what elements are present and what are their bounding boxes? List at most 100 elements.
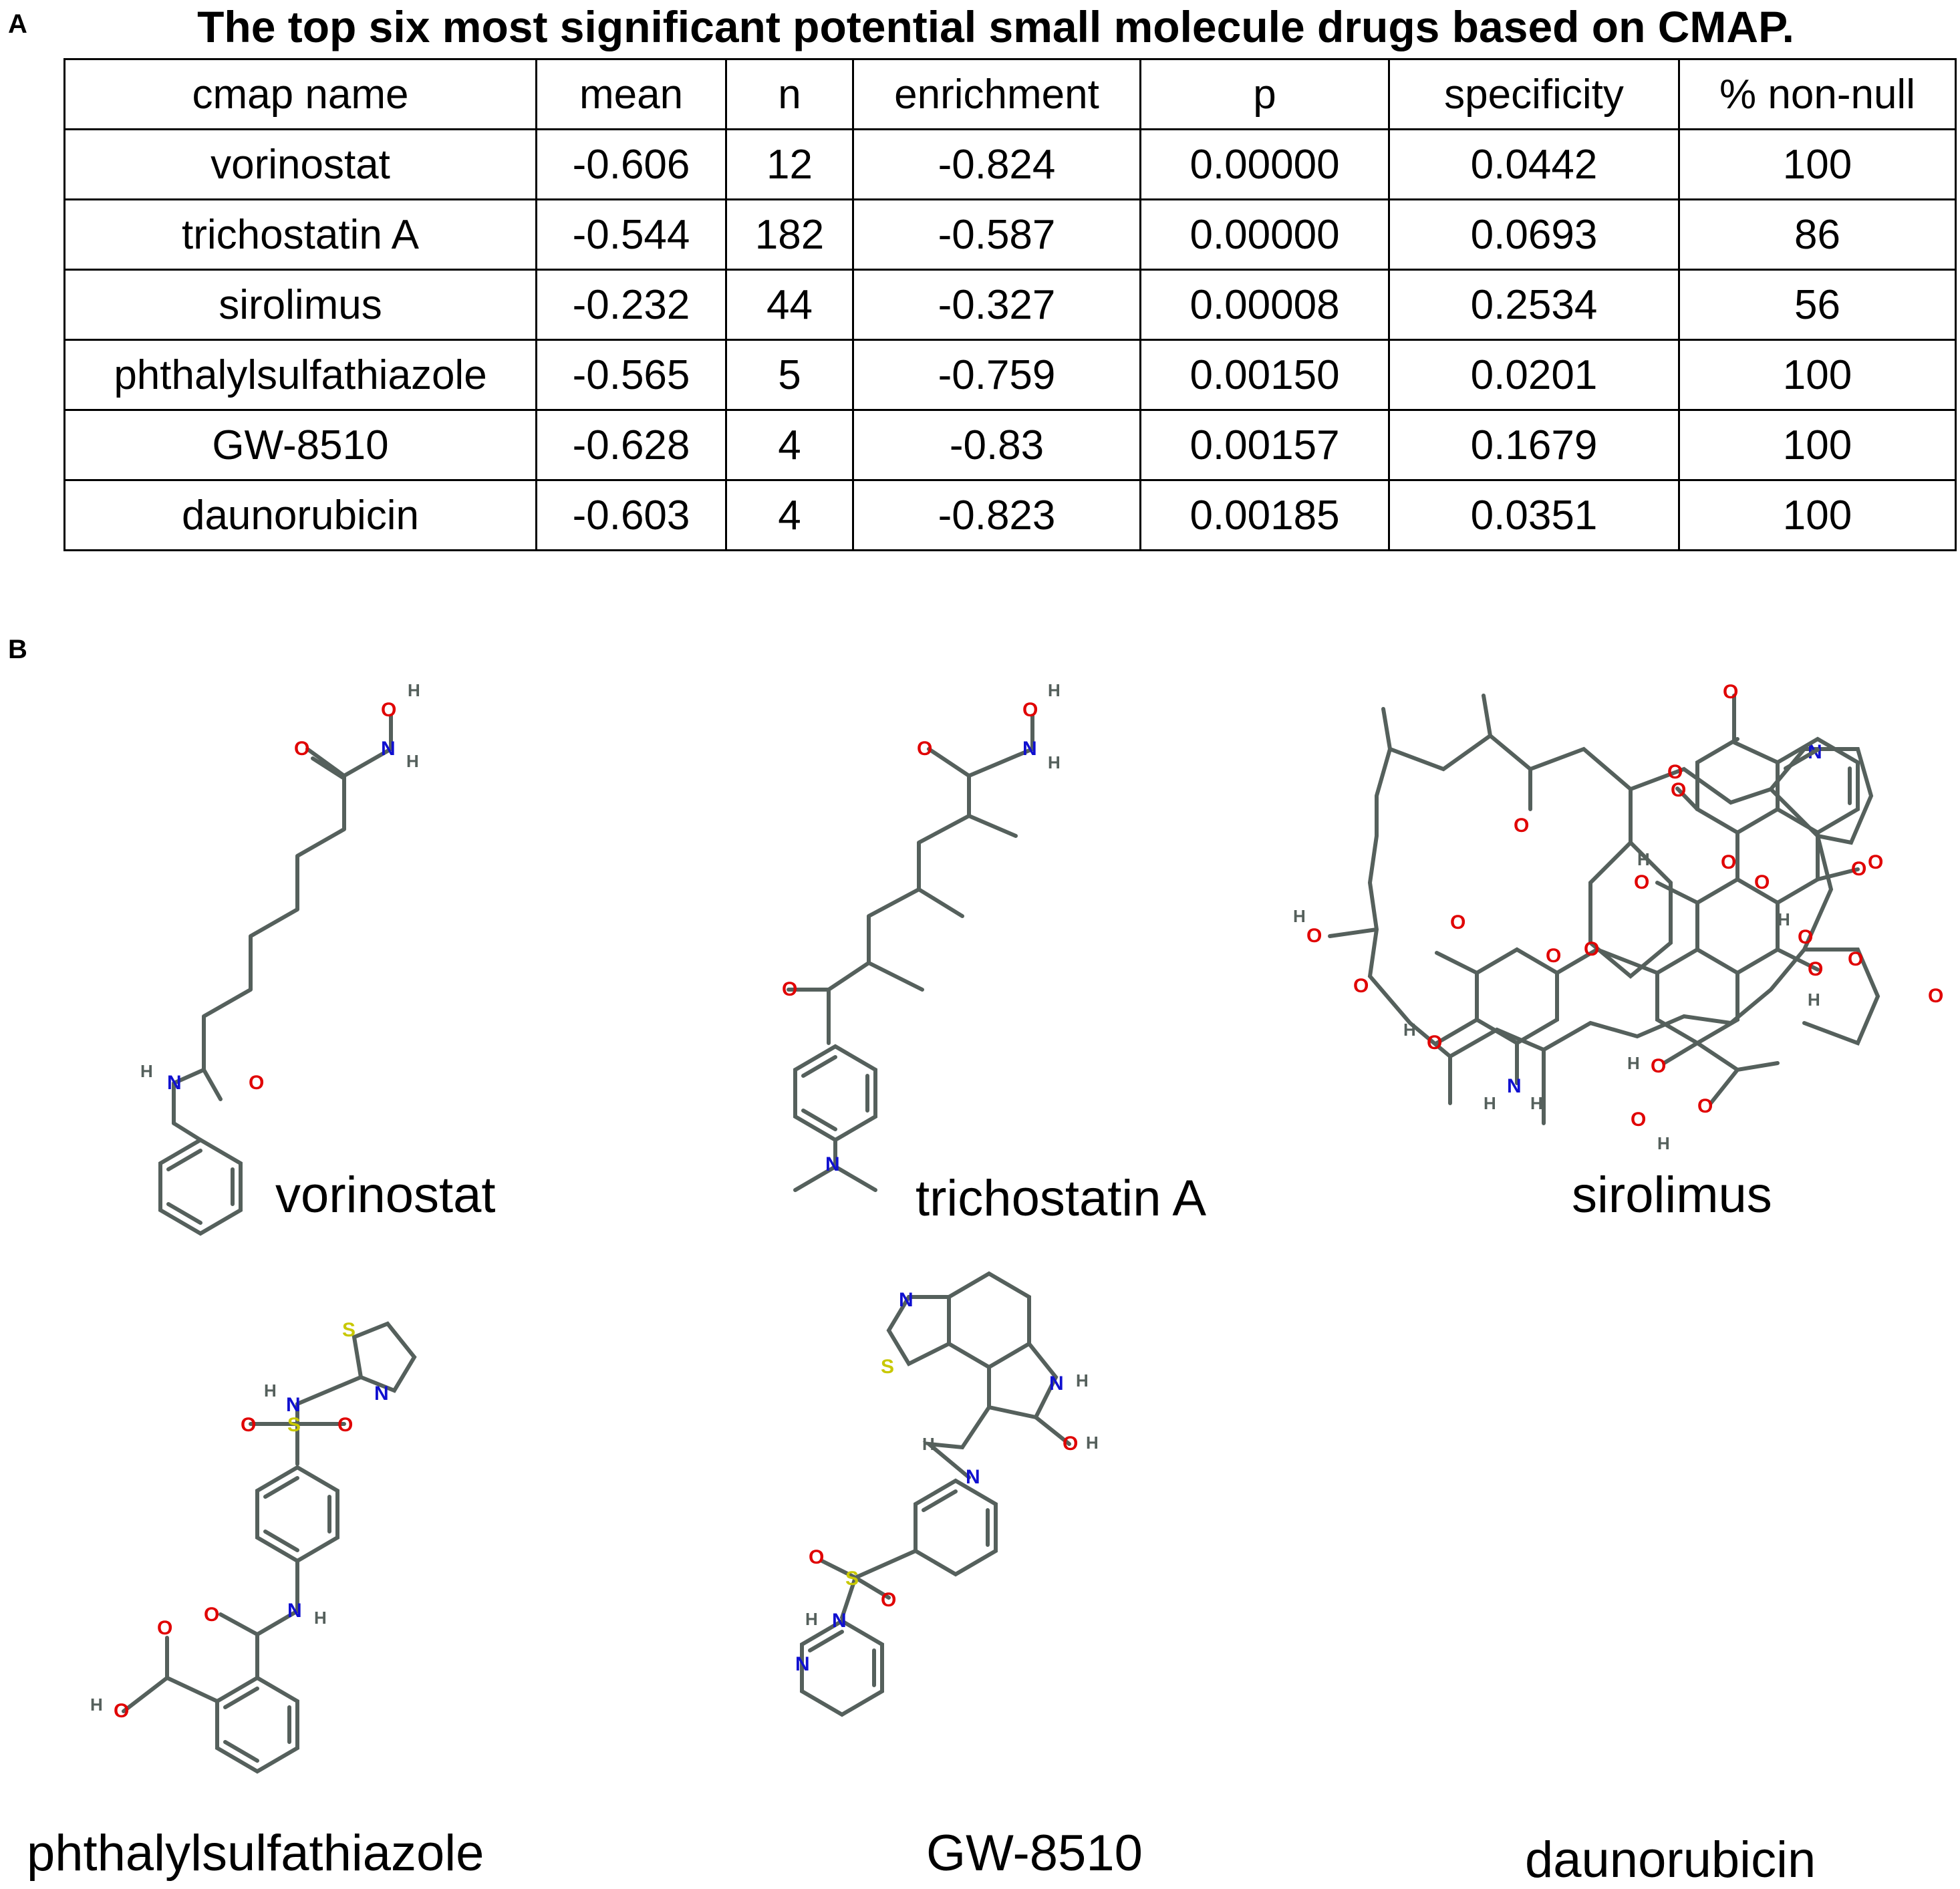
table-cell: -0.565 (535, 339, 727, 411)
table-cell: 100 (1678, 128, 1957, 200)
svg-text:N: N (1507, 1075, 1522, 1097)
table-cell: 0.0351 (1388, 479, 1680, 551)
trichostatin-a-structure-icon: OH NH O O N (782, 680, 1061, 1192)
svg-text:O: O (1851, 858, 1866, 880)
svg-text:O: O (1631, 1109, 1646, 1131)
table-cell: -0.823 (852, 479, 1141, 551)
table-cell: 0.00000 (1139, 128, 1390, 200)
svg-text:O: O (1667, 761, 1683, 783)
svg-text:N: N (825, 1153, 840, 1175)
svg-text:H: H (922, 1434, 935, 1454)
molecule-label: GW-8510 (926, 1825, 1143, 1882)
svg-text:H: H (805, 1609, 818, 1629)
molecule-label: daunorubicin (1525, 1832, 1816, 1888)
table-cell: phthalylsulfathiazole (63, 339, 537, 411)
svg-text:O: O (1651, 1055, 1666, 1077)
table-cell: -0.628 (535, 409, 727, 481)
svg-text:O: O (1022, 699, 1038, 721)
table-cell: 0.0693 (1388, 198, 1680, 271)
table-cell: -0.603 (535, 479, 727, 551)
svg-text:O: O (1868, 851, 1883, 873)
svg-text:N: N (832, 1610, 847, 1632)
svg-text:O: O (1450, 911, 1465, 933)
table-row: sirolimus -0.232 44 -0.327 0.00008 0.253… (63, 269, 1957, 341)
table-cell: 12 (725, 128, 854, 200)
svg-text:O: O (1634, 871, 1649, 893)
svg-text:O: O (1808, 958, 1823, 980)
column-header: specificity (1388, 58, 1680, 130)
svg-text:H: H (1086, 1433, 1099, 1453)
svg-text:O: O (381, 699, 396, 721)
table-cell: 100 (1678, 409, 1957, 481)
figure-title: The top six most significant potential s… (197, 2, 1794, 51)
svg-text:O: O (337, 1414, 353, 1436)
table-cell: 0.0201 (1388, 339, 1680, 411)
table-cell: -0.232 (535, 269, 727, 341)
column-header: enrichment (852, 58, 1141, 130)
table-cell: -0.587 (852, 198, 1141, 271)
svg-text:H: H (1808, 990, 1820, 1010)
cmap-results-table: cmap name mean n enrichment p specificit… (63, 58, 1957, 551)
svg-text:H: H (406, 751, 419, 771)
svg-text:H: H (1484, 1093, 1496, 1113)
svg-text:H: H (1048, 680, 1061, 700)
svg-text:H: H (1637, 849, 1650, 869)
svg-text:O: O (881, 1589, 896, 1611)
table-cell: 0.00000 (1139, 198, 1390, 271)
column-header: n (725, 58, 854, 130)
table-cell: -0.544 (535, 198, 727, 271)
column-header: cmap name (63, 58, 537, 130)
table-row: daunorubicin -0.603 4 -0.823 0.00185 0.0… (63, 479, 1957, 551)
svg-text:O: O (157, 1617, 172, 1639)
svg-text:H: H (1293, 906, 1306, 926)
sirolimus-structure-icon: OH O O O O O N OO OH O O OH (1293, 694, 1943, 1153)
column-header: p (1139, 58, 1390, 130)
table-cell: 0.00157 (1139, 409, 1390, 481)
table-cell: 86 (1678, 198, 1957, 271)
table-cell: 0.2534 (1388, 269, 1680, 341)
svg-text:N: N (374, 1383, 389, 1405)
table-cell: 0.00150 (1139, 339, 1390, 411)
svg-text:N: N (167, 1072, 182, 1094)
table-row: GW-8510 -0.628 4 -0.83 0.00157 0.1679 10… (63, 409, 1957, 481)
svg-text:S: S (342, 1319, 356, 1341)
svg-text:H: H (264, 1381, 277, 1401)
table-cell: 4 (725, 409, 854, 481)
svg-text:O: O (809, 1546, 824, 1568)
svg-text:H: H (1048, 752, 1061, 772)
table-cell: 56 (1678, 269, 1957, 341)
molecule-label: vorinostat (275, 1167, 496, 1223)
svg-text:N: N (899, 1289, 914, 1311)
panel-b-letter: B (8, 635, 27, 664)
table-cell: 44 (725, 269, 854, 341)
svg-text:S: S (845, 1568, 859, 1590)
svg-text:O: O (1798, 926, 1813, 948)
vorinostat-structure-icon: OH NH O NH O (140, 680, 420, 1236)
svg-text:H: H (1403, 1020, 1416, 1040)
table-cell: 4 (725, 479, 854, 551)
column-header: mean (535, 58, 727, 130)
table-cell: -0.327 (852, 269, 1141, 341)
table-cell: 182 (725, 198, 854, 271)
svg-text:H: H (408, 680, 420, 700)
svg-text:O: O (1584, 938, 1599, 960)
svg-text:H: H (1778, 909, 1790, 929)
table-cell: 0.00008 (1139, 269, 1390, 341)
svg-text:H: H (90, 1695, 103, 1715)
svg-text:O: O (114, 1700, 129, 1722)
table-header-row: cmap name mean n enrichment p specificit… (63, 58, 1957, 130)
svg-text:N: N (966, 1466, 980, 1488)
molecule-structures-panel: OH NH O NH O OH NH O O N OH O O O O O N … (90, 680, 1943, 1774)
svg-text:N: N (286, 1394, 301, 1416)
svg-text:S: S (881, 1356, 894, 1378)
svg-text:N: N (1049, 1372, 1064, 1395)
table-row: phthalylsulfathiazole -0.565 5 -0.759 0.… (63, 339, 1957, 411)
svg-text:S: S (287, 1414, 301, 1436)
table-cell: -0.824 (852, 128, 1141, 200)
molecule-label: sirolimus (1572, 1167, 1772, 1223)
svg-text:O: O (294, 738, 309, 760)
molecule-label: trichostatin A (916, 1170, 1207, 1227)
svg-text:O: O (241, 1414, 256, 1436)
